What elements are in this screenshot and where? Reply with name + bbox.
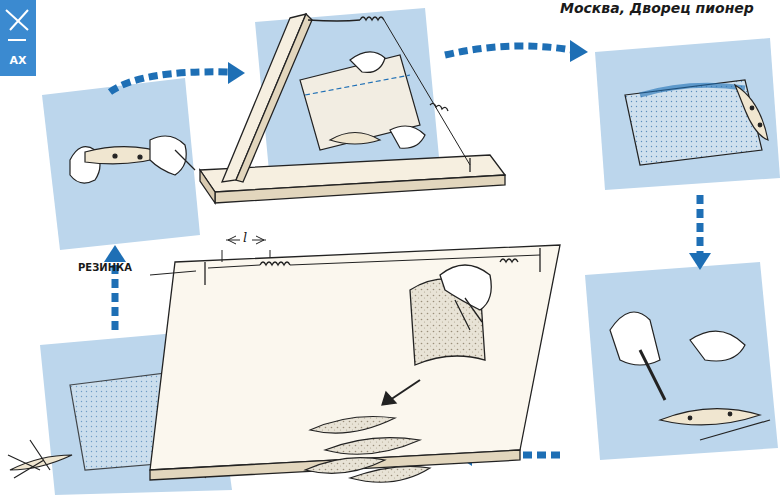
hands-cutting-sheet bbox=[300, 52, 425, 150]
step-panels bbox=[40, 8, 780, 495]
hands-bending-lure bbox=[70, 136, 195, 183]
cut-lures bbox=[305, 417, 430, 483]
dimension-label: l bbox=[243, 230, 247, 245]
credit-line: Москва, Дворец пионер bbox=[560, 0, 754, 16]
knife-carving bbox=[610, 312, 770, 440]
foam-sheet-with-lure bbox=[625, 80, 768, 165]
cutting-stand bbox=[200, 14, 505, 203]
foam-block-hand bbox=[382, 265, 491, 405]
cutting-board bbox=[150, 236, 560, 480]
badge-icon bbox=[0, 0, 36, 76]
badge-text: АХ bbox=[10, 54, 27, 67]
badge: АХ bbox=[2, 50, 34, 70]
part-name: РЕЗИНКА bbox=[78, 262, 132, 273]
